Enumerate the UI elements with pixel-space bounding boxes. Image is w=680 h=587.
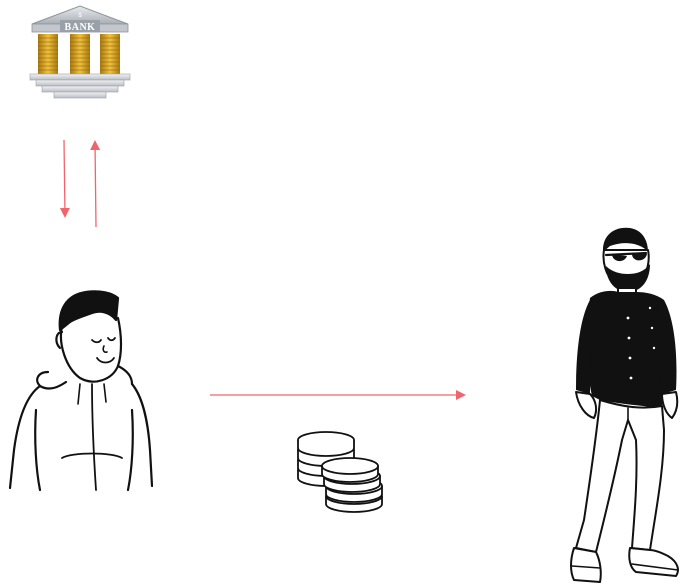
coin-columns — [38, 34, 120, 74]
bank-building-icon: BANK $ — [30, 6, 130, 98]
young-person-hoodie-icon — [10, 291, 152, 490]
arrow-person-to-bank — [95, 142, 96, 227]
bearded-man-sunglasses-icon — [571, 228, 678, 582]
bank-sign-text: BANK — [65, 22, 96, 33]
arrow-bank-to-person — [64, 140, 65, 216]
coin-stack-icon — [298, 432, 382, 512]
